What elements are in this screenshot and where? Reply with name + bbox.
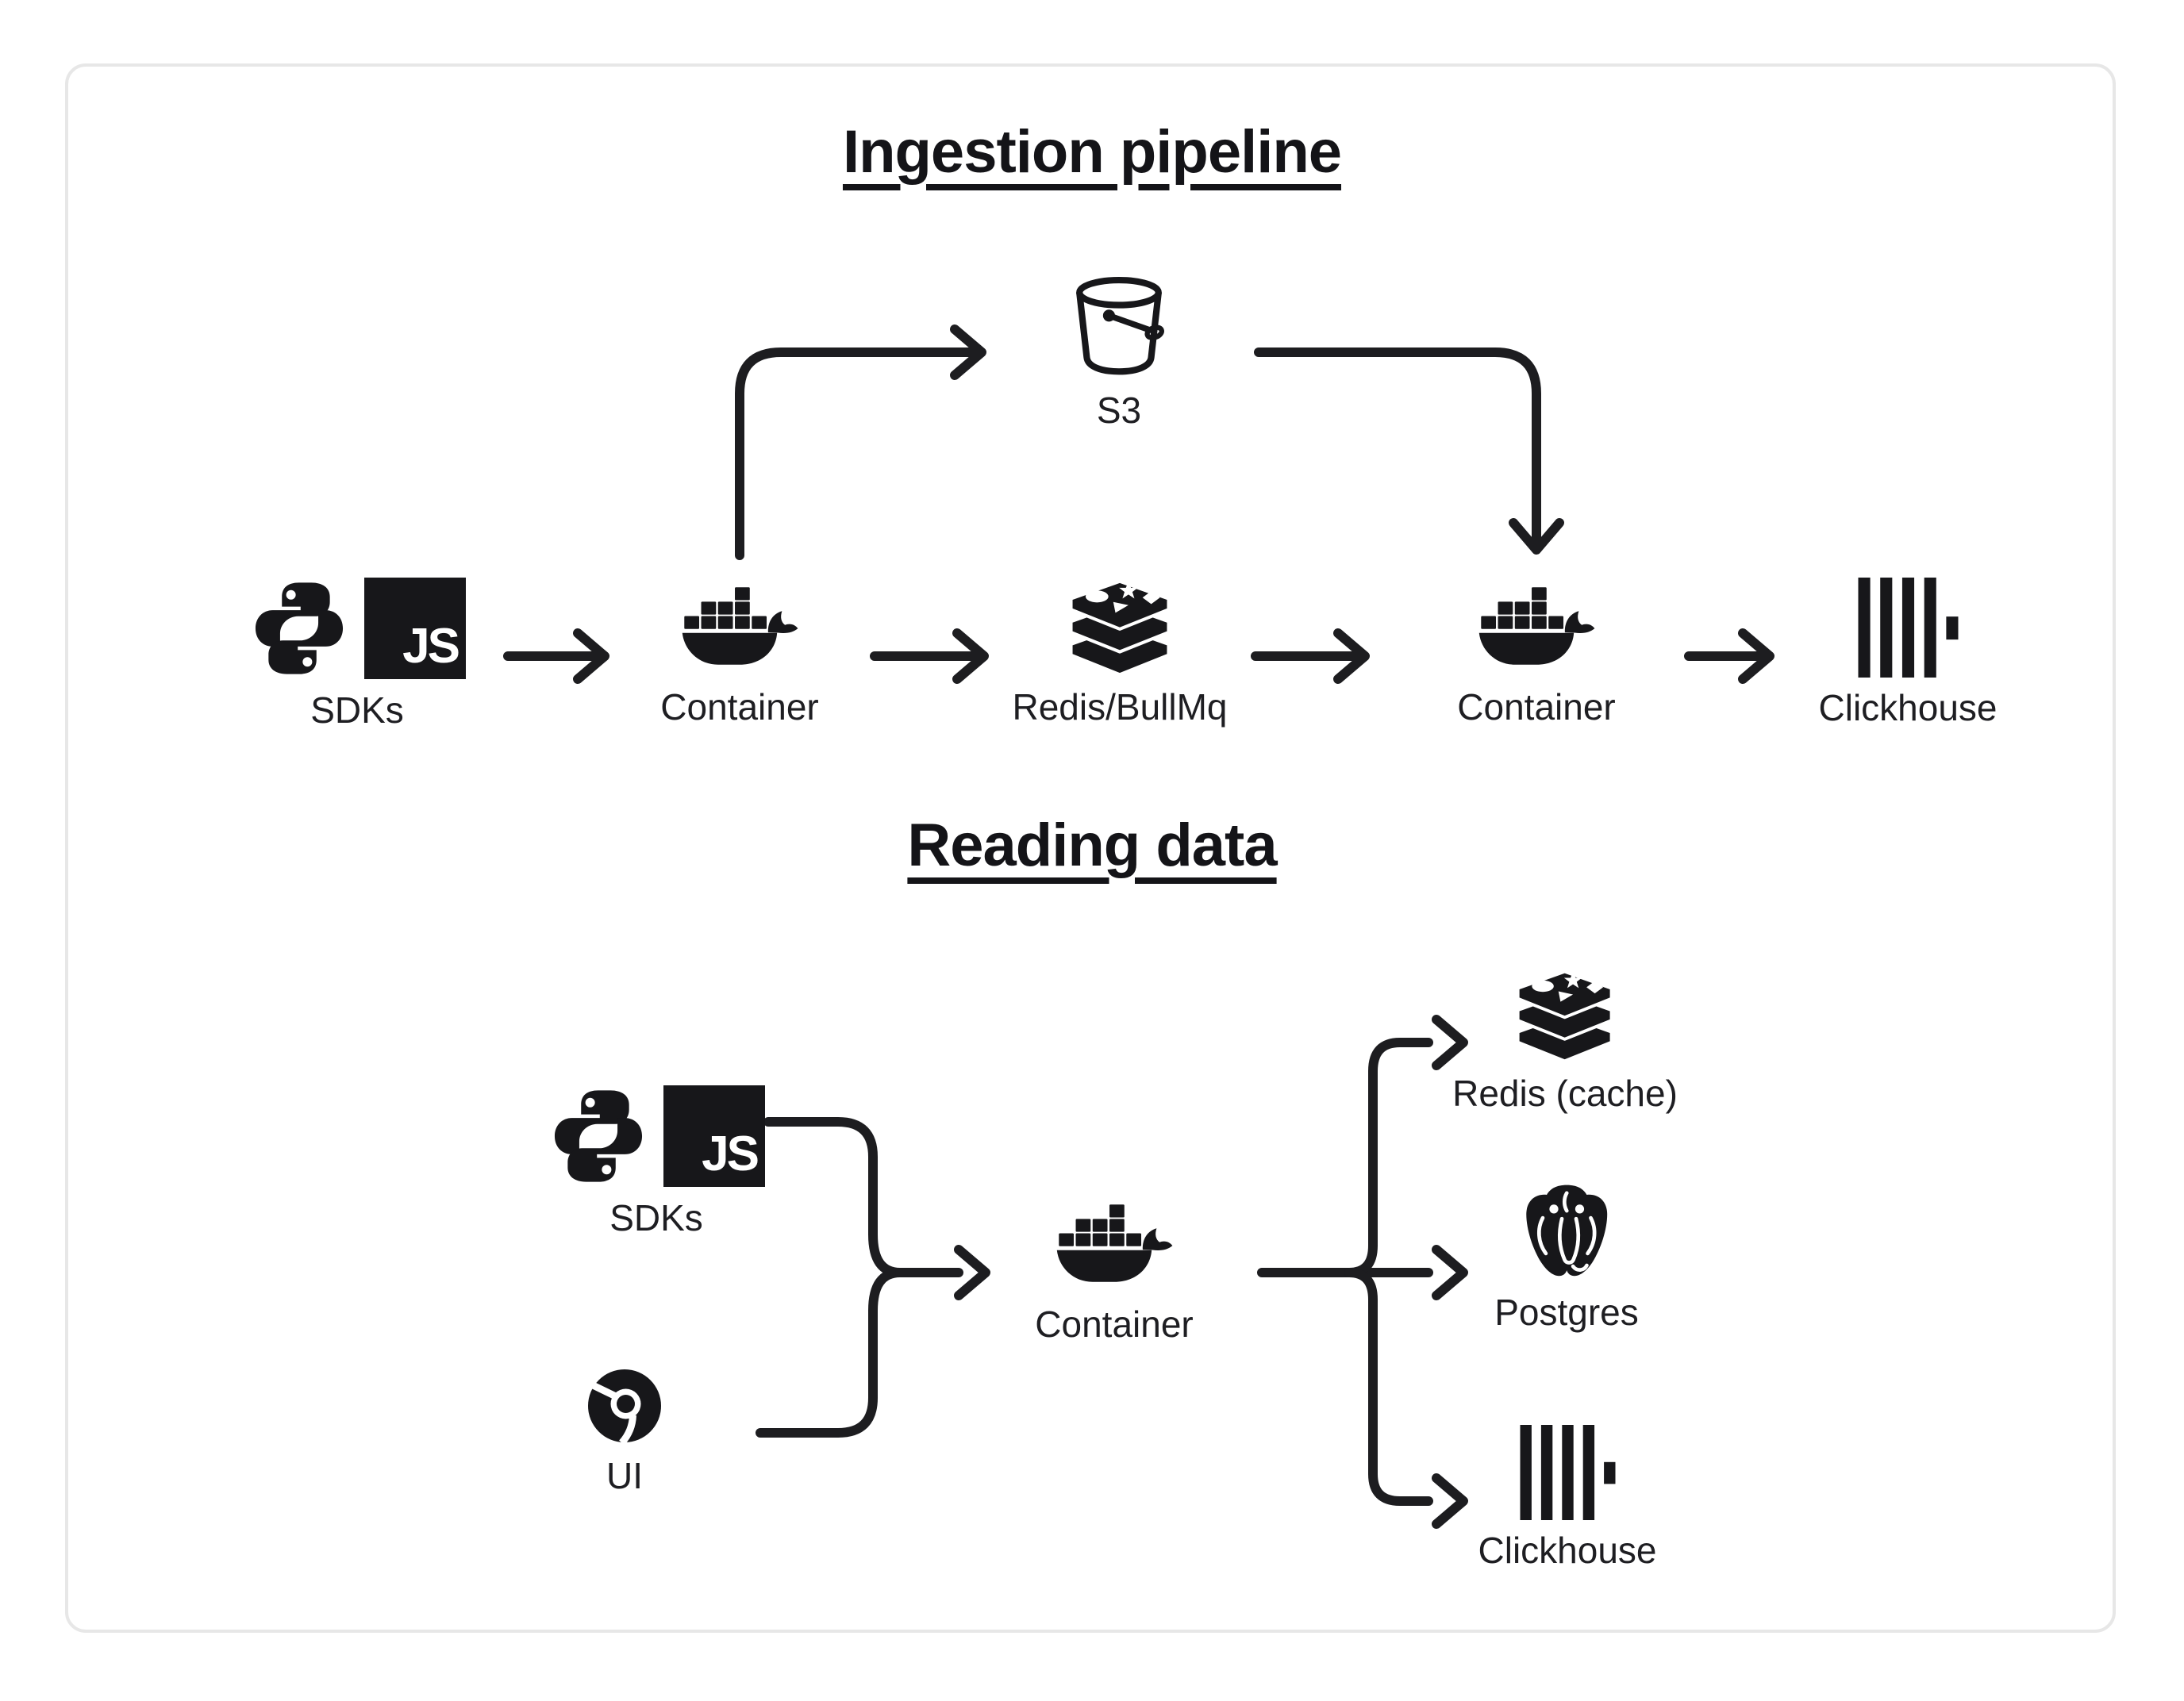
node-label-s3: S3 (1096, 390, 1142, 431)
docker-icon (680, 587, 799, 677)
redis-icon (1066, 579, 1175, 677)
node-label-container: Container (1457, 686, 1616, 728)
node-read-container: Container (1035, 1204, 1194, 1346)
node-label-sdks: SDKs (310, 689, 404, 731)
python-icon (248, 578, 350, 679)
postgres-icon (1522, 1182, 1611, 1282)
section-title-ingestion: Ingestion pipeline (842, 118, 1342, 186)
node-ingest-s3: S3 (1069, 276, 1169, 432)
clickhouse-icon (1520, 1425, 1615, 1520)
node-read-ui: UI (585, 1366, 664, 1497)
node-read-postgres: Postgres (1494, 1182, 1639, 1334)
node-label-sdks: SDKs (609, 1197, 703, 1238)
s3-bucket-icon (1069, 276, 1169, 380)
node-read-redis-cache: Redis (cache) (1452, 970, 1678, 1115)
node-label-ui: UI (606, 1455, 643, 1496)
node-label-clickhouse: Clickhouse (1818, 687, 1998, 728)
js-icon: JS (663, 1085, 765, 1187)
js-icon: JS (364, 578, 466, 679)
node-ingest-container: Container (660, 587, 819, 728)
node-label-redis-cache: Redis (cache) (1452, 1073, 1678, 1114)
node-ingest-worker-container: Container (1457, 587, 1616, 728)
python-icon (548, 1085, 649, 1187)
section-title-reading: Reading data (907, 812, 1277, 879)
node-label-redis-bullmq: Redis/BullMq (1012, 686, 1228, 728)
node-label-container: Container (1035, 1304, 1194, 1345)
node-ingest-redis: Redis/BullMq (1013, 579, 1228, 728)
node-label-clickhouse: Clickhouse (1478, 1530, 1657, 1571)
node-ingest-clickhouse: Clickhouse (1819, 578, 1998, 729)
chrome-icon (585, 1366, 664, 1446)
node-label-postgres: Postgres (1494, 1292, 1639, 1333)
node-ingest-sdks: JS SDKs (248, 577, 466, 731)
node-label-container: Container (660, 686, 819, 728)
redis-icon (1513, 970, 1617, 1063)
docker-icon (1477, 587, 1596, 677)
clickhouse-icon (1858, 578, 1958, 678)
node-read-sdks: JS SDKs (548, 1085, 765, 1239)
docker-icon (1055, 1204, 1174, 1294)
diagram-card (65, 63, 2116, 1633)
node-read-clickhouse: Clickhouse (1478, 1425, 1657, 1572)
